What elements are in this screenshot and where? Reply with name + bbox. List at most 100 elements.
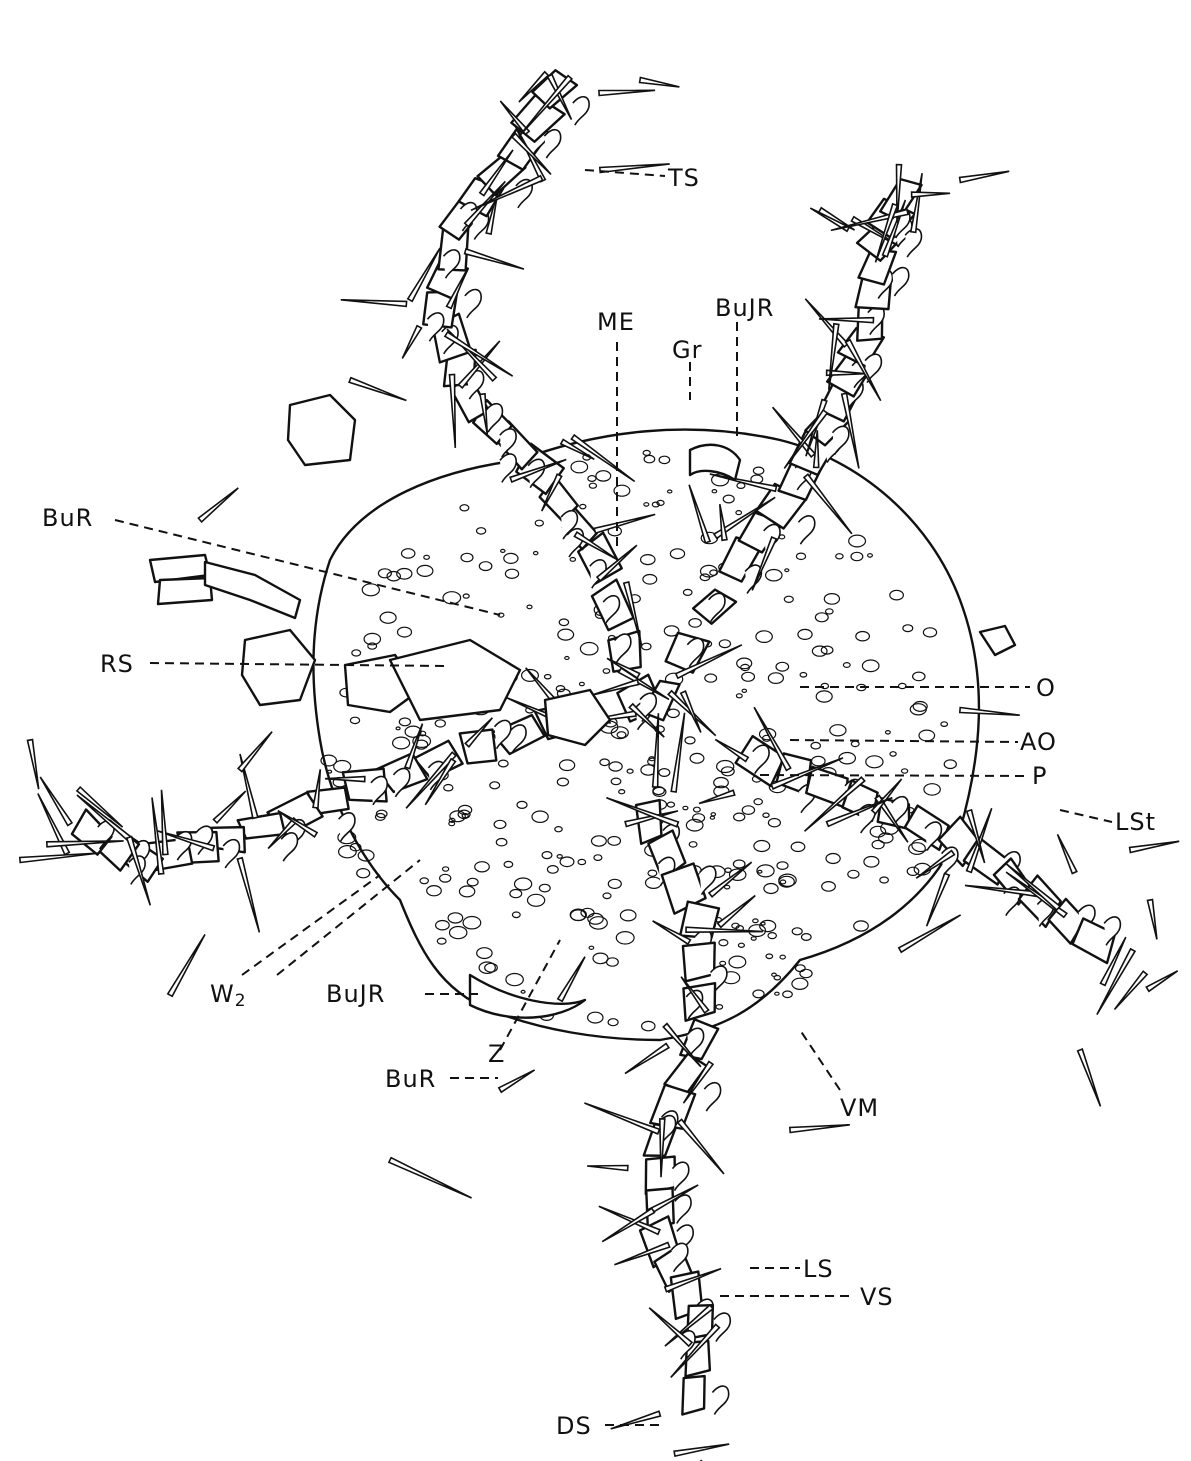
granule <box>505 972 524 987</box>
spine <box>719 504 728 542</box>
spine <box>403 723 424 770</box>
granule <box>835 553 844 560</box>
granule <box>608 761 623 772</box>
spine <box>958 706 1020 716</box>
granule <box>416 564 434 578</box>
granule <box>865 755 884 769</box>
granule <box>723 884 731 890</box>
spine <box>464 717 494 748</box>
spine <box>1005 862 1062 912</box>
granule <box>829 724 847 737</box>
granule <box>782 990 793 999</box>
lateral-plate <box>572 96 590 126</box>
granule <box>767 931 777 940</box>
spine <box>277 810 319 839</box>
granule <box>811 645 828 657</box>
spine <box>670 1323 721 1378</box>
granule <box>666 801 676 808</box>
granule <box>879 876 889 884</box>
granule <box>861 659 880 673</box>
granule <box>663 625 680 637</box>
lateral-plate <box>670 1242 689 1273</box>
granule <box>587 475 597 483</box>
granule <box>447 912 464 924</box>
granule <box>538 883 551 893</box>
spine <box>18 852 100 864</box>
label-o: O <box>1036 674 1056 702</box>
granule <box>588 482 598 489</box>
lateral-plate <box>703 1082 722 1112</box>
granule <box>462 593 470 599</box>
spine <box>804 298 850 349</box>
granule <box>731 922 740 930</box>
granule <box>779 879 787 885</box>
granule <box>855 630 870 642</box>
granule <box>642 573 658 585</box>
granule <box>532 550 539 556</box>
granule <box>736 657 753 670</box>
granule <box>579 503 587 510</box>
granule <box>613 484 631 497</box>
label-vm: VM <box>840 1094 879 1122</box>
granule <box>558 759 576 772</box>
granule <box>682 805 689 811</box>
spine <box>463 247 525 270</box>
granule <box>853 920 869 932</box>
granule <box>626 768 634 774</box>
lateral-plate <box>392 767 411 798</box>
granule <box>759 919 777 933</box>
lateral-plate <box>543 129 562 159</box>
spine <box>559 438 595 461</box>
granule <box>602 892 612 900</box>
granule <box>466 877 479 887</box>
granule <box>720 766 735 777</box>
granule <box>741 671 756 682</box>
granule <box>884 729 891 735</box>
spine <box>840 392 860 469</box>
granule <box>689 752 705 764</box>
spine <box>595 544 638 582</box>
granule <box>400 548 416 559</box>
label-ds: DS <box>556 1412 592 1440</box>
granule <box>458 885 476 898</box>
spine <box>470 174 544 212</box>
granule <box>643 502 650 507</box>
lateral-plate <box>560 510 579 540</box>
granule <box>484 962 498 973</box>
spine <box>236 731 273 773</box>
granule <box>784 568 790 573</box>
granule <box>943 759 958 770</box>
spine <box>45 840 124 848</box>
granule <box>767 672 785 684</box>
granule <box>396 567 413 580</box>
granule <box>842 661 851 668</box>
label-bujr-top: BuJR <box>715 294 774 322</box>
granule <box>767 817 782 828</box>
granule <box>755 630 773 643</box>
spine <box>658 1117 666 1178</box>
spine <box>910 191 951 198</box>
granule <box>799 968 813 979</box>
granule <box>688 618 702 628</box>
granule <box>569 909 587 922</box>
lateral-plate <box>509 724 527 754</box>
lateral-plate <box>797 515 816 545</box>
granule <box>449 810 466 823</box>
granule <box>497 759 509 768</box>
spine <box>606 797 680 828</box>
lateral-plate <box>280 832 299 862</box>
spine <box>424 757 457 806</box>
granule <box>922 627 938 638</box>
granule <box>578 681 585 687</box>
granule <box>762 812 770 819</box>
label-lst: LSt <box>1115 808 1156 836</box>
spine <box>546 73 573 120</box>
granule <box>779 954 787 960</box>
lateral-plate <box>639 692 658 723</box>
spine <box>685 926 763 934</box>
granule <box>351 649 362 657</box>
granule <box>474 861 490 873</box>
label-vs: VS <box>860 1283 894 1311</box>
spine <box>239 753 259 820</box>
granule <box>511 911 521 919</box>
